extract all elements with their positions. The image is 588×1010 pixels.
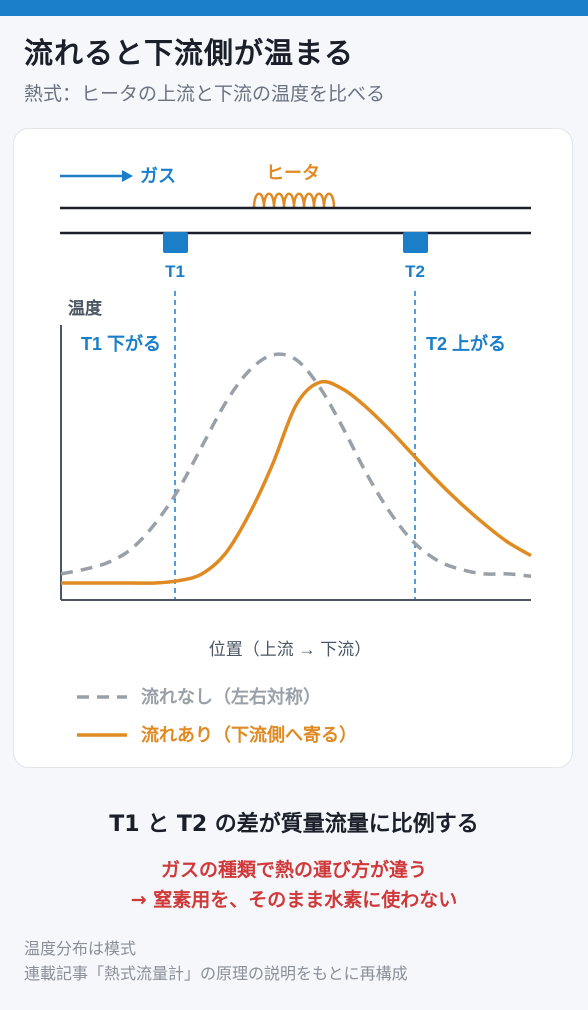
footnote-2: 連載記事「熱式流量計」の原理の説明をもとに再構成 — [24, 964, 408, 983]
t1-annotation: T1 下がる — [81, 333, 161, 354]
top-accent-bar — [0, 0, 588, 16]
sensor-t1-label: T1 — [165, 262, 185, 281]
diagram-svg: ガス ヒータ T1 T2 温度 T1 下がる T2 上がる 位置（上流 → 下流… — [60, 163, 532, 745]
with-flow-curve — [60, 379, 532, 585]
x-axis-label: 位置（上流 → 下流） — [209, 640, 371, 659]
page-subtitle: 熱式：ヒータの上流と下流の温度を比べる — [24, 83, 386, 105]
warning-line-1: ガスの種類で熱の運び方が違う — [160, 859, 427, 881]
sensor-t1-icon — [163, 232, 188, 253]
legend-with-flow-label: 流れあり（下流側へ寄る） — [141, 724, 357, 745]
gas-flow-arrow-icon — [60, 170, 133, 182]
no-flow-curve — [60, 352, 532, 578]
heater-label: ヒータ — [266, 163, 320, 183]
summary-statement: T1 と T2 の差が質量流量に比例する — [109, 812, 479, 837]
heater-coil-icon — [252, 192, 336, 209]
sensor-t2-label: T2 — [405, 262, 425, 281]
t2-annotation: T2 上がる — [426, 333, 506, 354]
page-title: 流れると下流側が温まる — [24, 36, 355, 70]
legend-no-flow-label: 流れなし（左右対称） — [141, 686, 321, 707]
gas-label: ガス — [140, 166, 176, 186]
sensor-t2-icon — [403, 232, 428, 253]
diagram-card: ガス ヒータ T1 T2 温度 T1 下がる T2 上がる 位置（上流 → 下流… — [13, 128, 573, 768]
y-axis-label: 温度 — [68, 298, 103, 318]
warning-line-2: → 窒素用を、そのまま水素に使わない — [130, 889, 458, 911]
footnote-1: 温度分布は模式 — [24, 939, 137, 958]
